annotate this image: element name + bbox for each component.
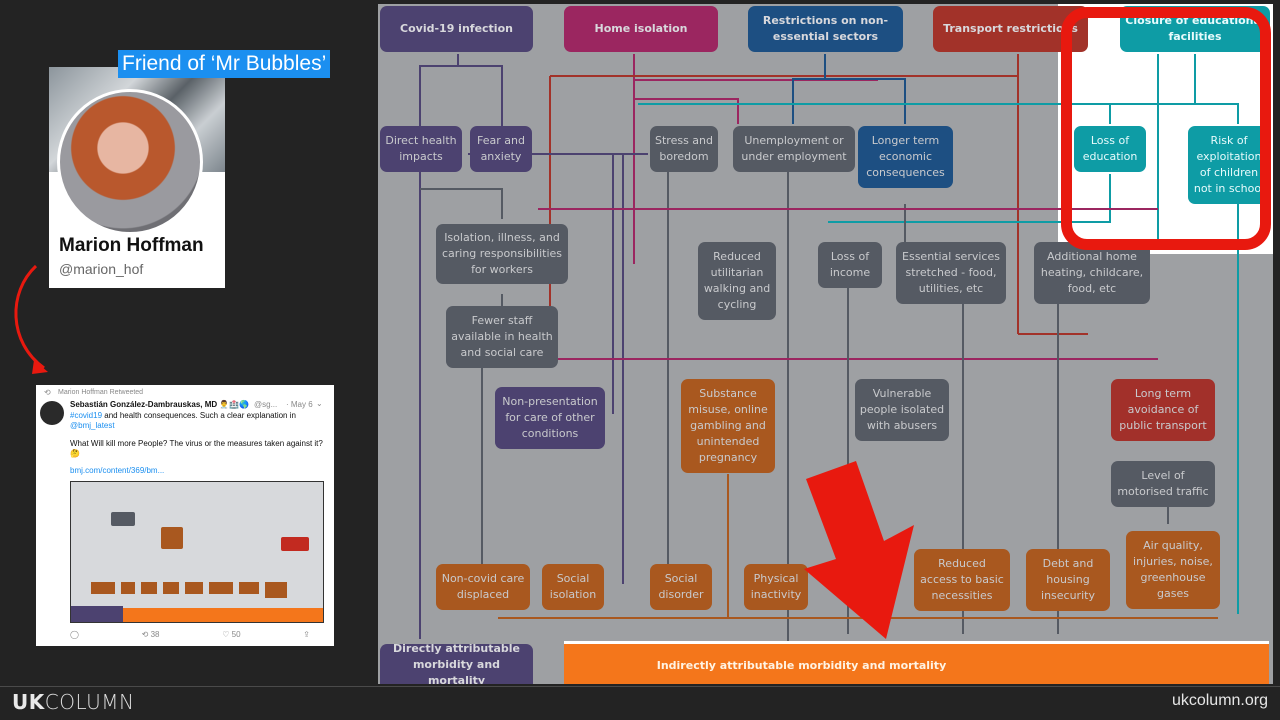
tweet-url-link[interactable]: bmj.com/content/369/bm... <box>70 466 165 475</box>
like-count: 50 <box>231 630 241 639</box>
node-air-quality: Air quality, injuries, noise, greenhouse… <box>1126 531 1220 609</box>
thumb-indirect-bar <box>123 608 323 622</box>
node-fewer-staff: Fewer staff available in health and soci… <box>446 306 558 368</box>
node-unemployment: Unemployment or under employment <box>733 126 855 172</box>
thumb-node <box>281 537 309 551</box>
tweet-media-thumbnail[interactable] <box>70 481 324 623</box>
bmj-diagram: Covid-19 infection Home isolation Restri… <box>378 4 1273 684</box>
thumb-direct-bar <box>71 606 123 622</box>
profile-name: Marion Hoffman <box>59 235 204 256</box>
curved-arrow-icon <box>14 264 48 374</box>
node-non-presentation: Non-presentation for care of other condi… <box>495 387 605 449</box>
big-red-arrow-icon <box>804 461 914 639</box>
thumb-bottom-row <box>91 582 301 598</box>
tweet-author-name[interactable]: Sebastián González-Dambrauskas, MD <box>70 400 218 409</box>
node-isolation-illness: Isolation, illness, and caring responsib… <box>436 224 568 284</box>
caption-label: Friend of ‘Mr Bubbles’ <box>118 50 331 78</box>
retweet-button[interactable]: ⟲ 38 <box>141 630 160 639</box>
node-social-disorder: Social disorder <box>650 564 712 610</box>
logo-bold: UK <box>12 690 45 714</box>
connector <box>549 75 1018 359</box>
profile-card: Marion Hoffman @marion_hof <box>49 67 225 288</box>
node-substance-misuse: Substance misuse, online gambling and un… <box>681 379 775 473</box>
node-restrictions-non-essential: Restrictions on non-essential sectors <box>748 6 903 52</box>
node-fear-anxiety: Fear and anxiety <box>470 126 532 172</box>
tweet-card[interactable]: ⟲ Marion Hoffman Retweeted Sebastián Gon… <box>36 385 334 646</box>
node-social-isolation: Social isolation <box>542 564 604 610</box>
node-directly-attributable: Directly attributable morbidity and mort… <box>380 642 533 684</box>
like-button[interactable]: ♡ 50 <box>222 630 240 639</box>
footer-separator <box>0 686 1280 687</box>
node-reduced-access: Reduced access to basic necessities <box>914 549 1010 611</box>
node-risk-exploitation: Risk of exploitation of children not in … <box>1188 126 1270 204</box>
node-additional-costs: Additional home heating, childcare, food… <box>1034 242 1150 304</box>
node-direct-health-impacts: Direct health impacts <box>380 126 462 172</box>
node-non-covid-care: Non-covid care displaced <box>436 564 530 610</box>
node-additional-label: Additional home heating, childcare, food… <box>1040 250 1144 295</box>
node-vulnerable-people: Vulnerable people isolated with abusers <box>855 379 949 441</box>
node-motorised-traffic: Level of motorised traffic <box>1111 461 1215 507</box>
node-longer-term-economic: Longer term economic consequences <box>858 126 953 188</box>
node-reduced-walking: Reduced utilitarian walking and cycling <box>698 242 776 320</box>
author-emoji: 👨‍⚕️🏥🌎 <box>219 400 250 409</box>
hashtag-link[interactable]: #covid19 <box>70 411 103 420</box>
chevron-down-icon[interactable]: ⌄ <box>316 399 323 408</box>
connector <box>420 188 503 564</box>
connector <box>638 54 1239 124</box>
node-loss-of-education: Loss of education <box>1074 126 1146 172</box>
connector <box>612 154 624 584</box>
retweet-label: Marion Hoffman Retweeted <box>58 389 144 396</box>
retweet-count: 38 <box>150 630 160 639</box>
tweet-author-avatar[interactable] <box>40 401 64 425</box>
uk-column-logo: UKCOLUMN <box>12 690 134 714</box>
share-icon[interactable]: ⇪ <box>303 630 310 639</box>
connector <box>792 54 906 124</box>
profile-handle: @marion_hof <box>59 261 144 277</box>
node-indirectly-attributable: Indirectly attributable morbidity and mo… <box>564 641 1269 684</box>
reply-icon[interactable]: ◯ <box>70 630 79 639</box>
node-loss-of-income: Loss of income <box>818 242 882 288</box>
heart-icon: ♡ <box>222 630 230 639</box>
tweet-date[interactable]: · May 6 <box>286 400 313 409</box>
thumb-node <box>161 527 183 549</box>
tweet-question: What Will kill more People? The virus or… <box>70 439 323 458</box>
connector <box>828 54 1239 614</box>
node-long-term-avoidance: Long term avoidance of public transport <box>1111 379 1215 441</box>
retweet-icon: ⟲ <box>44 388 51 397</box>
tweet-actions: ◯ ⟲ 38 ♡ 50 ⇪ <box>70 630 310 639</box>
logo-light: COLUMN <box>44 690 135 714</box>
tweet-text: #covid19 and health consequences. Such a… <box>70 411 325 431</box>
node-stress-boredom: Stress and boredom <box>650 126 718 172</box>
node-physical-inactivity: Physical inactivity <box>744 564 808 610</box>
node-essential-services: Essential services stretched - food, uti… <box>896 242 1006 304</box>
node-covid-19-infection: Covid-19 infection <box>380 6 533 52</box>
node-debt-housing: Debt and housing insecurity <box>1026 549 1110 611</box>
connector <box>419 54 503 126</box>
tweet-author[interactable]: Sebastián González-Dambrauskas, MD 👨‍⚕️🏥… <box>70 400 249 409</box>
connector <box>1017 54 1088 335</box>
tweet-handle[interactable]: @sg... <box>254 400 278 409</box>
tweet-text-part: and health consequences. Such a clear ex… <box>102 411 296 420</box>
thumb-node <box>111 512 135 526</box>
avatar <box>57 89 203 235</box>
highlight-box <box>1061 7 1271 250</box>
mention-link[interactable]: @bmj_latest <box>70 421 115 430</box>
footer-url: ukcolumn.org <box>1171 692 1268 709</box>
node-home-isolation: Home isolation <box>564 6 718 52</box>
indirect-label: Indirectly attributable morbidity and mo… <box>656 658 947 672</box>
